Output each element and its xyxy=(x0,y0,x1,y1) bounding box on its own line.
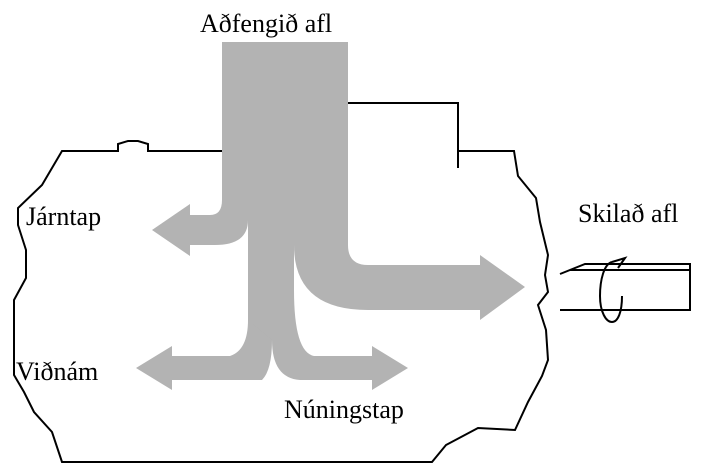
shaft-outline xyxy=(559,263,691,311)
power-flow xyxy=(136,42,525,390)
output-power-label: Skilað afl xyxy=(578,199,678,228)
iron-loss-flow-branch xyxy=(152,200,248,256)
rotation-arrowhead xyxy=(611,256,628,269)
resistance-loss-flow-branch xyxy=(136,320,272,390)
output-flow-branch xyxy=(294,195,525,320)
input-power-label: Aðfengið afl xyxy=(200,9,332,38)
friction-loss-flow-branch xyxy=(272,290,408,390)
iron-loss-label: Járntap xyxy=(26,202,101,231)
motor-housing-outline xyxy=(13,102,550,463)
rotation-arrow xyxy=(598,261,623,324)
friction-loss-label: Núningstap xyxy=(284,395,404,424)
input-flow-column xyxy=(222,42,348,212)
resistance-loss-label: Viðnám xyxy=(16,357,98,386)
